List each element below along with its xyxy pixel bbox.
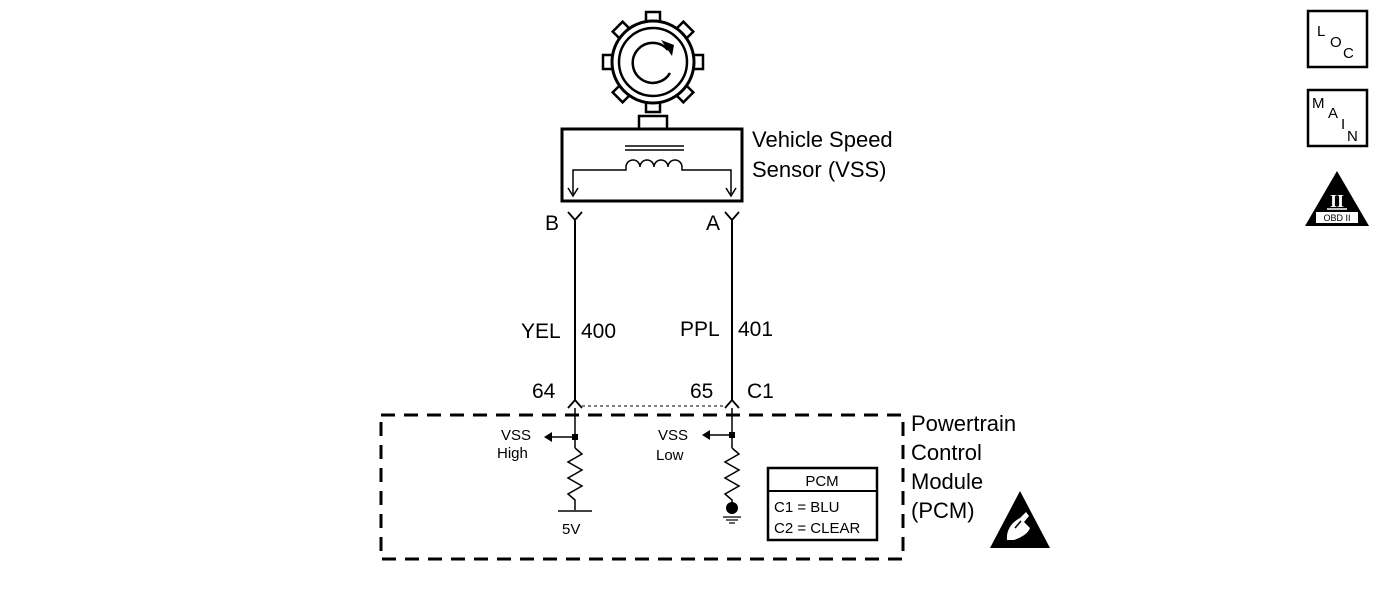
main-letter-n: N — [1347, 128, 1358, 145]
connector-c1 — [567, 398, 740, 409]
pcm-name-line2: Control — [911, 440, 982, 465]
obd-ii-label: OBD II — [1323, 213, 1350, 223]
terminal-b-connector — [567, 211, 583, 222]
terminal-b-label: B — [545, 212, 559, 235]
pcm-boundary — [379, 413, 905, 561]
vehicle-speed-sensor — [560, 114, 744, 203]
vss-high-label-line2: High — [497, 445, 528, 462]
pcm-name-line1: Powertrain — [911, 411, 1016, 436]
wire-right-circuit: 401 — [738, 318, 773, 341]
wire-left-circuit: 400 — [581, 320, 616, 343]
vss-high-circuit — [544, 408, 592, 512]
pcm-connector-legend — [766, 466, 879, 542]
main-button[interactable]: M A I N — [1306, 88, 1369, 148]
loc-letter-l: L — [1317, 23, 1325, 40]
voltage-5v-label: 5V — [562, 521, 580, 538]
vss-low-circuit — [702, 408, 741, 524]
main-letter-i: I — [1341, 116, 1345, 133]
terminal-a-connector — [724, 211, 740, 222]
vss-high-label-line1: VSS — [501, 427, 531, 444]
pcm-name-line3: Module — [911, 469, 983, 494]
sensor-title-line1: Vehicle Speed — [752, 127, 893, 152]
legend-row-c2: C2 = CLEAR — [774, 520, 860, 537]
vss-low-label-line2: Low — [656, 447, 684, 464]
loc-letter-o: O — [1330, 34, 1342, 51]
legend-row-c1: C1 = BLU — [774, 499, 839, 516]
wire-left-color: YEL — [521, 320, 561, 343]
terminal-a-label: A — [706, 212, 720, 235]
main-letter-a: A — [1328, 105, 1338, 122]
main-letter-m: M — [1312, 95, 1325, 112]
pin-64-label: 64 — [532, 380, 556, 403]
obd-ii-symbol: II — [1330, 191, 1344, 211]
loc-button[interactable]: L O C — [1306, 9, 1369, 69]
pin-65-label: 65 — [690, 380, 713, 403]
pcm-name-line4: (PCM) — [911, 498, 975, 523]
esd-warning-icon — [990, 491, 1050, 548]
loc-letter-c: C — [1343, 45, 1354, 62]
sensor-title-line2: Sensor (VSS) — [752, 157, 887, 182]
wire-right-color: PPL — [680, 318, 720, 341]
connector-c1-label: C1 — [747, 380, 774, 403]
vss-low-label-line1: VSS — [658, 427, 688, 444]
tone-wheel-icon — [601, 10, 705, 114]
legend-title: PCM — [805, 473, 838, 490]
obd-ii-button[interactable]: II OBD II — [1305, 171, 1369, 226]
